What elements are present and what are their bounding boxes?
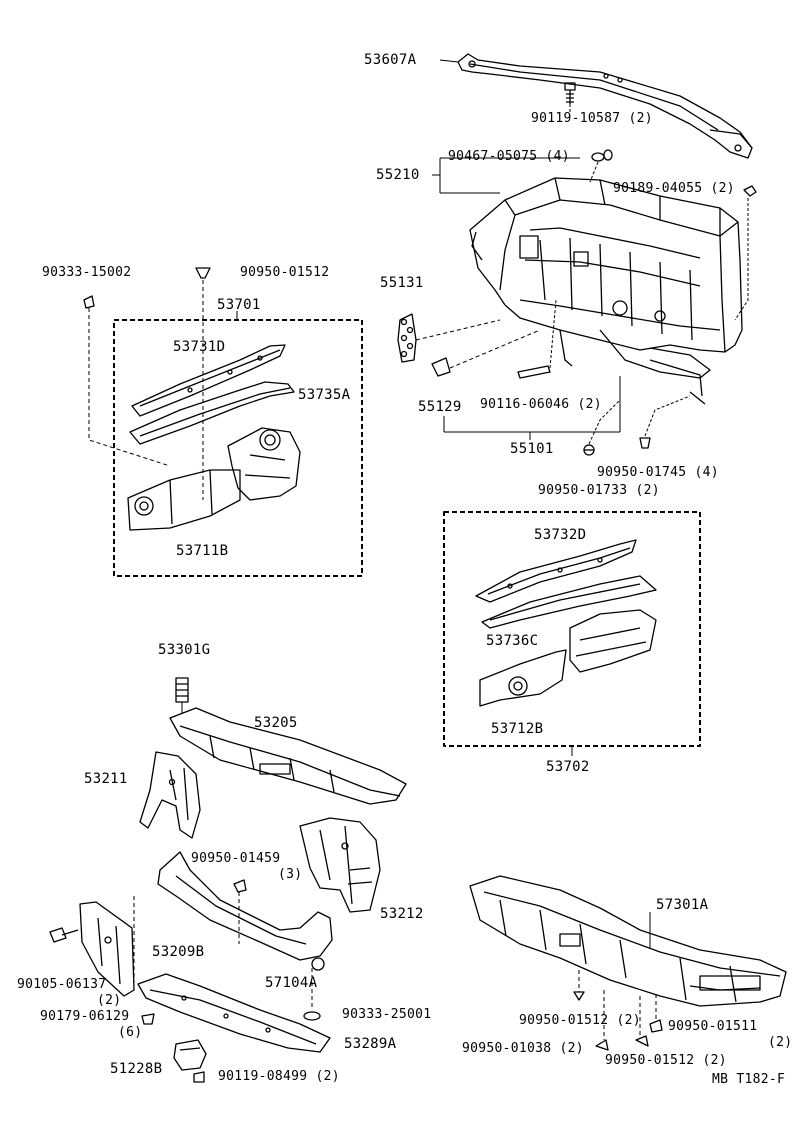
label-90950-01512-floor: 90950-01512 (2)	[519, 1013, 641, 1028]
clip-90950-01511	[649, 1019, 663, 1033]
label-53209B: 53209B	[152, 944, 205, 960]
label-90119-08499: 90119-08499 (2)	[218, 1069, 340, 1084]
label-53701: 53701	[217, 297, 261, 313]
label-90950-01733: 90950-01733 (2)	[538, 483, 660, 498]
label-90950-01512-floor-2: 90950-01512 (2)	[605, 1053, 727, 1068]
clip-90950-01733	[583, 444, 595, 456]
label-90950-01745: 90950-01745 (4)	[597, 465, 719, 480]
label-90119-10587: 90119-10587 (2)	[531, 111, 653, 126]
label-57301A: 57301A	[656, 897, 709, 913]
label-55129: 55129	[418, 399, 462, 415]
label-90950-01511-qty: (2)	[768, 1035, 793, 1050]
part-53289A-drawing	[137, 973, 331, 1053]
part-53205-drawing	[169, 707, 407, 805]
clip-90950-01512-floor	[573, 991, 585, 1001]
label-90950-01512-top: 90950-01512	[240, 265, 330, 280]
figure-id: MB T182-F	[712, 1072, 786, 1087]
clip-90950-01745	[639, 437, 651, 449]
clip-90333-15002	[83, 295, 95, 309]
part-55131-drawing	[397, 313, 417, 363]
label-90333-15002: 90333-15002	[42, 265, 132, 280]
part-53736C-drawing	[481, 575, 657, 629]
label-90333-25001: 90333-25001	[342, 1007, 432, 1022]
label-53731D: 53731D	[173, 339, 226, 355]
clip-90467-05075	[591, 149, 613, 162]
clip-90950-01512-floor-2	[635, 1035, 649, 1047]
label-90105-06137-qty: (2)	[97, 993, 122, 1008]
group-box-53701	[113, 319, 363, 577]
label-51228B: 51228B	[110, 1061, 163, 1077]
label-53702: 53702	[546, 759, 590, 775]
group-box-53702	[443, 511, 701, 747]
part-51228B-drawing	[173, 1039, 207, 1071]
label-90950-01459-qty: (3)	[278, 867, 303, 882]
label-57104A: 57104A	[265, 975, 318, 991]
label-53736C: 53736C	[486, 633, 539, 649]
label-90179-06129-qty: (6)	[118, 1025, 143, 1040]
label-55101: 55101	[510, 441, 554, 457]
clip-90950-01512	[195, 267, 211, 279]
part-55210-drawing	[469, 177, 743, 405]
label-90105-06137: 90105-06137	[17, 977, 107, 992]
label-90116-06046: 90116-06046 (2)	[480, 397, 602, 412]
label-90179-06129: 90179-06129	[40, 1009, 130, 1024]
bolt-90119-08499	[193, 1071, 205, 1083]
label-53711B: 53711B	[176, 543, 229, 559]
part-53211-drawing	[139, 751, 201, 839]
clip-90950-01038	[595, 1039, 609, 1051]
label-53732D: 53732D	[534, 527, 587, 543]
label-53301G: 53301G	[158, 642, 211, 658]
part-55129-drawing	[431, 357, 451, 377]
label-53607A: 53607A	[364, 52, 417, 68]
label-90467-05075: 90467-05075 (4)	[448, 149, 570, 164]
clip-90333-25001	[303, 1011, 321, 1021]
label-90189-04055: 90189-04055 (2)	[613, 181, 735, 196]
part-53711B-drawing	[127, 427, 301, 531]
label-53735A: 53735A	[298, 387, 351, 403]
part-53212-drawing	[299, 817, 381, 913]
label-90950-01459: 90950-01459	[191, 851, 281, 866]
stud-90116-06046	[517, 365, 551, 379]
label-90950-01038: 90950-01038 (2)	[462, 1041, 584, 1056]
label-53712B: 53712B	[491, 721, 544, 737]
part-53735A-drawing	[129, 381, 295, 445]
clip-90950-01459	[233, 879, 247, 893]
bolt-90119-10587	[564, 82, 576, 104]
part-53209B-drawing	[79, 901, 135, 997]
part-57301A-drawing	[469, 875, 787, 1007]
label-53289A: 53289A	[344, 1036, 397, 1052]
label-90950-01511: 90950-01511	[668, 1019, 758, 1034]
label-53205: 53205	[254, 715, 298, 731]
clip-90189-04055	[743, 185, 757, 197]
part-53732D-drawing	[475, 539, 637, 603]
part-53712B-drawing	[479, 609, 657, 707]
part-53731D-drawing	[131, 344, 286, 417]
label-53212: 53212	[380, 906, 424, 922]
part-53607A-drawing	[457, 53, 753, 159]
bolt-90105-06137	[49, 927, 79, 943]
bolt-90179-06129	[141, 1013, 155, 1025]
part-57104A-drawing	[157, 851, 333, 971]
label-53211: 53211	[84, 771, 128, 787]
label-55210: 55210	[376, 167, 420, 183]
part-53301G-drawing	[175, 677, 189, 703]
label-55131: 55131	[380, 275, 424, 291]
